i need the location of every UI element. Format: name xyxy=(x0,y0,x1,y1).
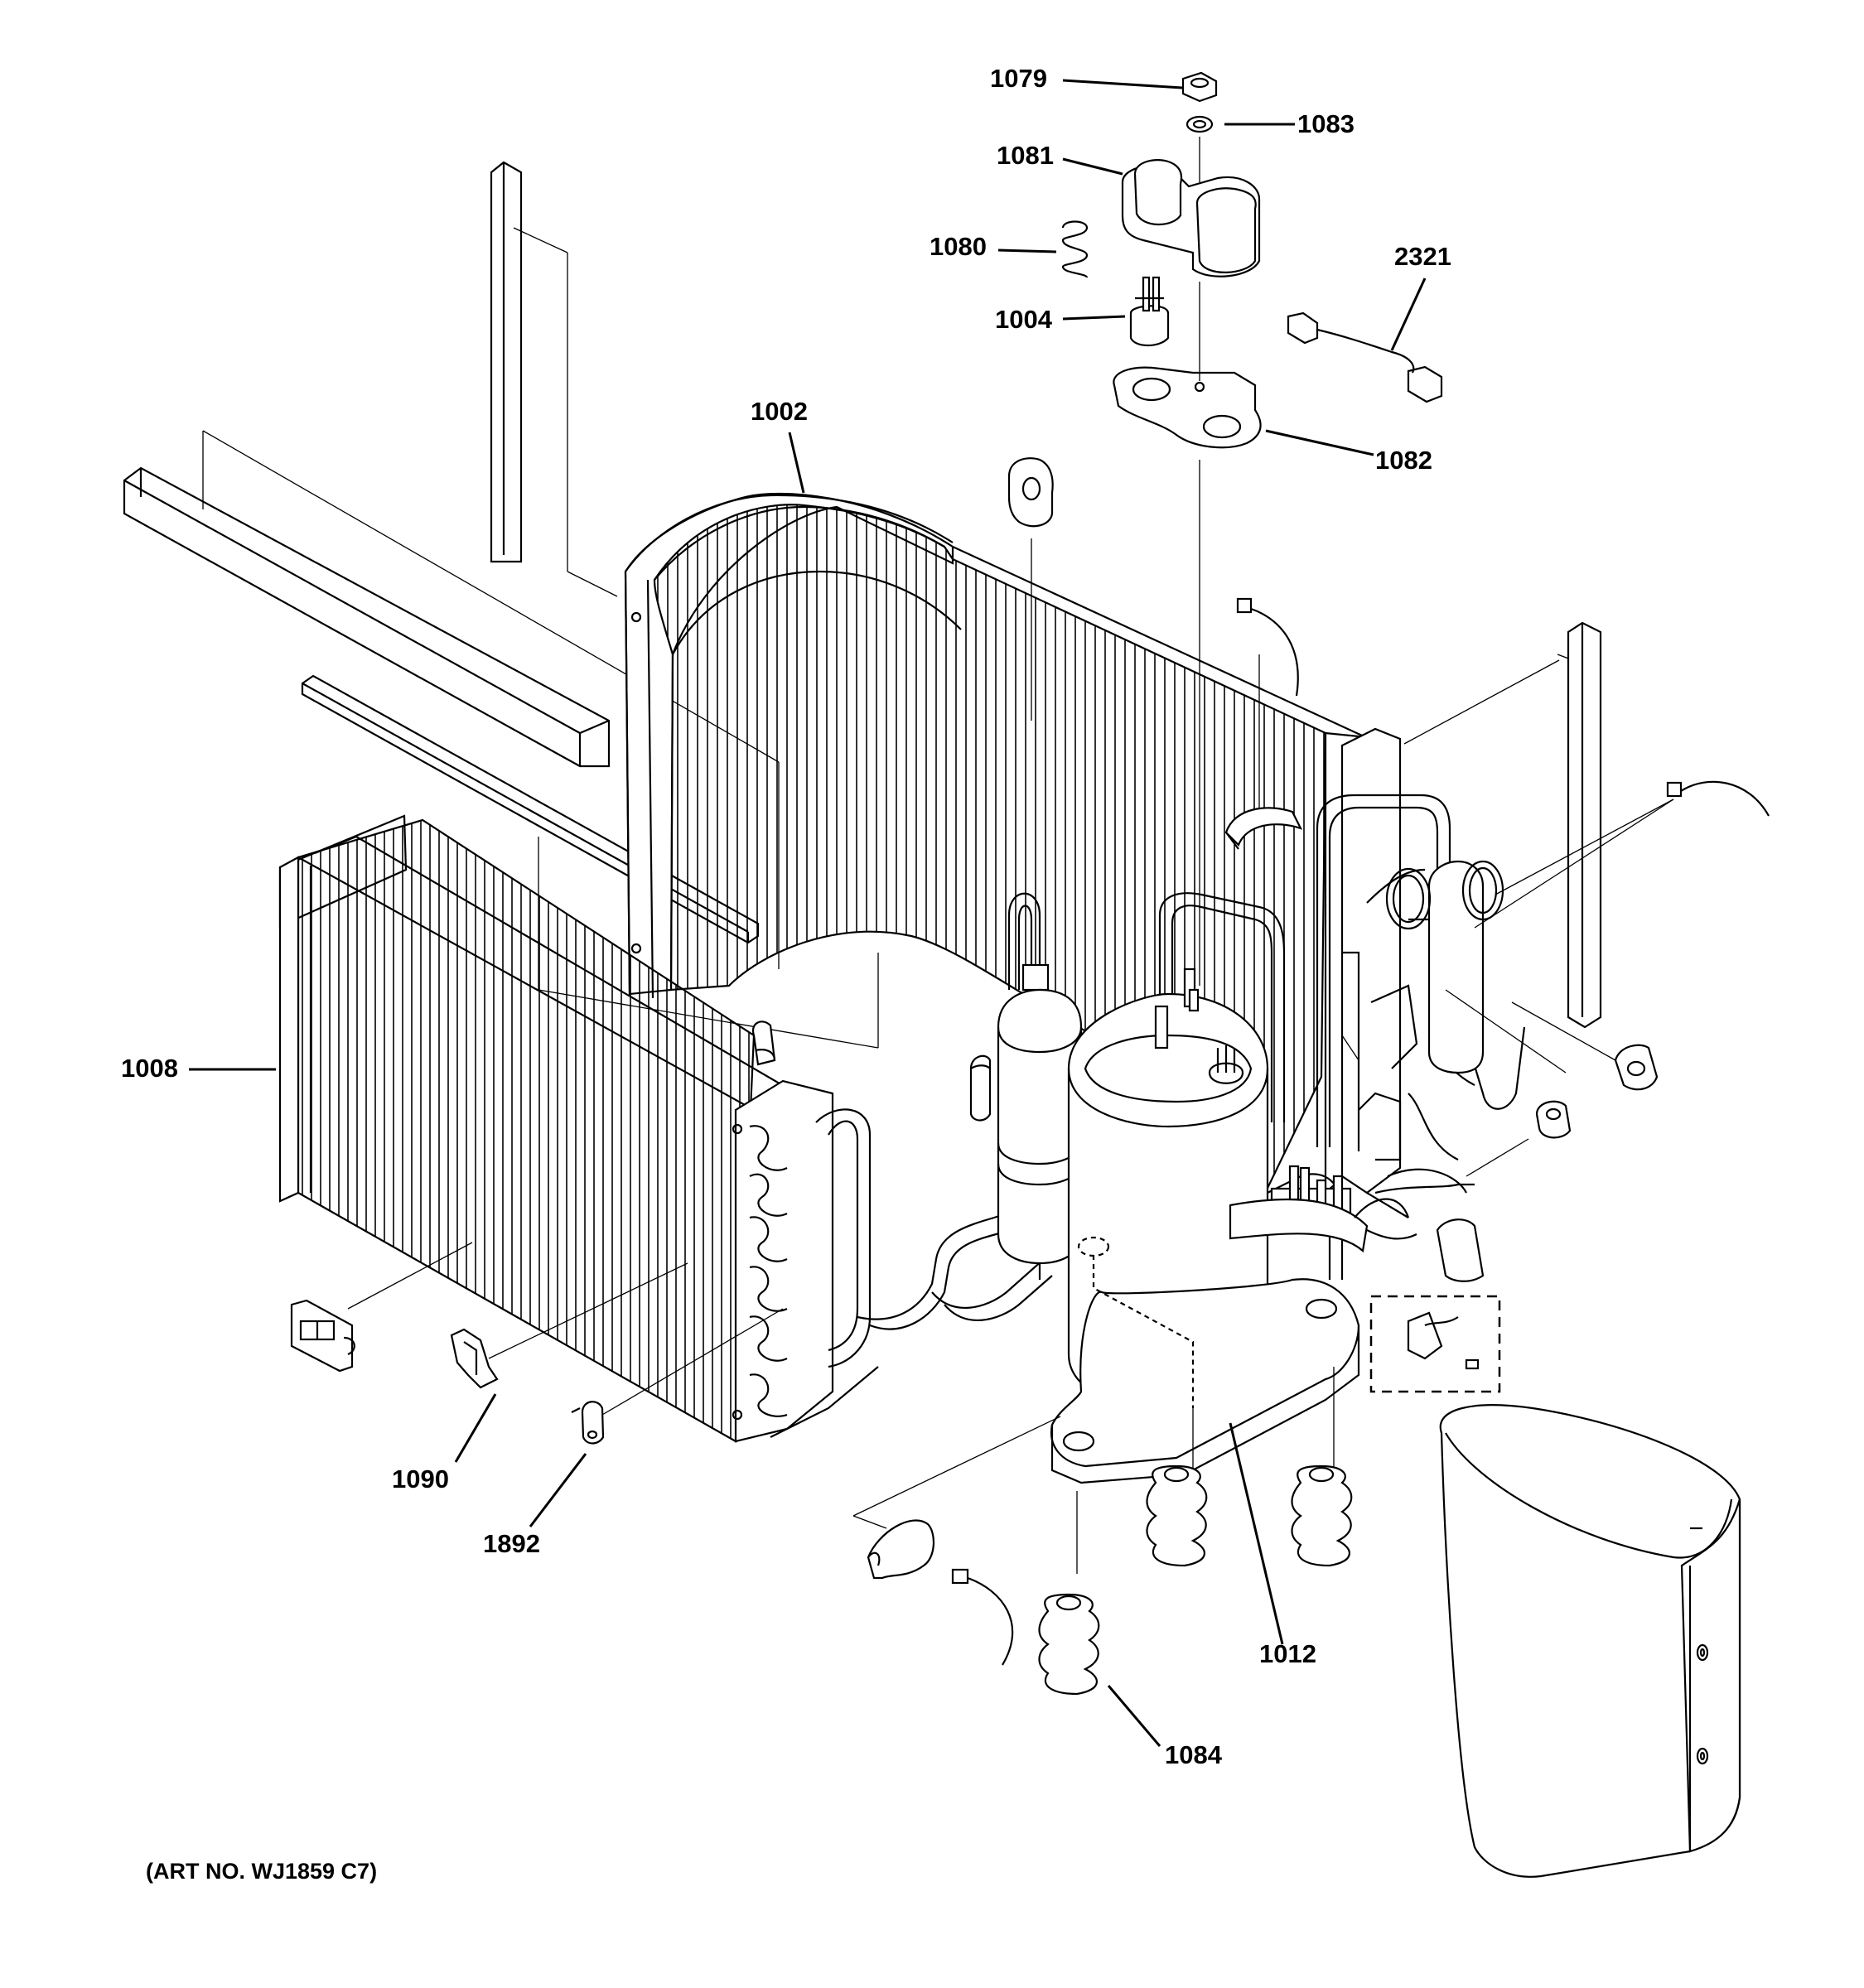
callout-1002: 1002 xyxy=(751,397,808,426)
callout-1080: 1080 xyxy=(930,232,987,261)
callout-1084: 1084 xyxy=(1165,1740,1223,1769)
clip-left xyxy=(751,1021,776,1066)
overload-protector-group xyxy=(1369,1295,1501,1393)
tube-clamp-small xyxy=(571,1401,605,1445)
pipe-insulation-bottom xyxy=(867,1519,934,1580)
refrigerant-piping xyxy=(857,1212,1053,1330)
callout-2321: 2321 xyxy=(1394,242,1451,271)
callout-1012: 1012 xyxy=(1259,1639,1316,1668)
art-number: (ART NO. WJ1859 C7) xyxy=(146,1859,377,1884)
compressor-sound-shroud xyxy=(1439,1404,1741,1878)
callout-1079: 1079 xyxy=(990,64,1047,93)
evaporator-coil xyxy=(278,814,879,1443)
callout-labels: 1079 1083 1081 1080 1004 2321 1002 1082 … xyxy=(121,64,1451,1884)
wire-connector-bottom xyxy=(951,1568,1014,1666)
callout-1004: 1004 xyxy=(995,305,1053,334)
reversing-valve-assembly xyxy=(1229,794,1567,1253)
wire-connector-top xyxy=(1236,597,1299,808)
callout-1083: 1083 xyxy=(1297,109,1355,138)
overload-relay xyxy=(1129,276,1170,347)
terminal-cover xyxy=(1121,137,1261,277)
compressor xyxy=(852,892,1360,1574)
rubber-mount-left xyxy=(1146,1464,1208,1567)
terminal-nut xyxy=(1181,71,1218,103)
foam-strip-vertical-right xyxy=(1567,621,1602,1029)
wire-harness-2321 xyxy=(1287,311,1443,403)
pipe-clamp-right xyxy=(1535,1100,1572,1139)
pipe-insulation-upper xyxy=(1224,807,1303,850)
rubber-grommet-top xyxy=(1007,457,1054,721)
plastic-bracket xyxy=(290,1299,355,1373)
callout-1090: 1090 xyxy=(392,1464,449,1493)
pipe-insulation-right xyxy=(1436,1218,1485,1282)
callout-1892: 1892 xyxy=(483,1529,540,1558)
callout-1008: 1008 xyxy=(121,1054,178,1083)
rubber-mount-right xyxy=(1291,1464,1353,1567)
rubber-grommet-right xyxy=(1511,1001,1659,1091)
callout-1082: 1082 xyxy=(1375,446,1432,475)
foam-strip-vertical-left xyxy=(490,161,618,597)
callout-1081: 1081 xyxy=(997,141,1054,170)
terminal-plate xyxy=(1113,282,1262,986)
rubber-mount-bottom xyxy=(1038,1593,1100,1696)
coil-clip xyxy=(450,1328,499,1389)
spring xyxy=(1061,220,1089,278)
washer xyxy=(1186,115,1214,133)
wire-connector-right xyxy=(1474,780,1770,929)
callout-leaders xyxy=(189,79,1427,1747)
tube-clamp-center xyxy=(969,1054,992,1122)
